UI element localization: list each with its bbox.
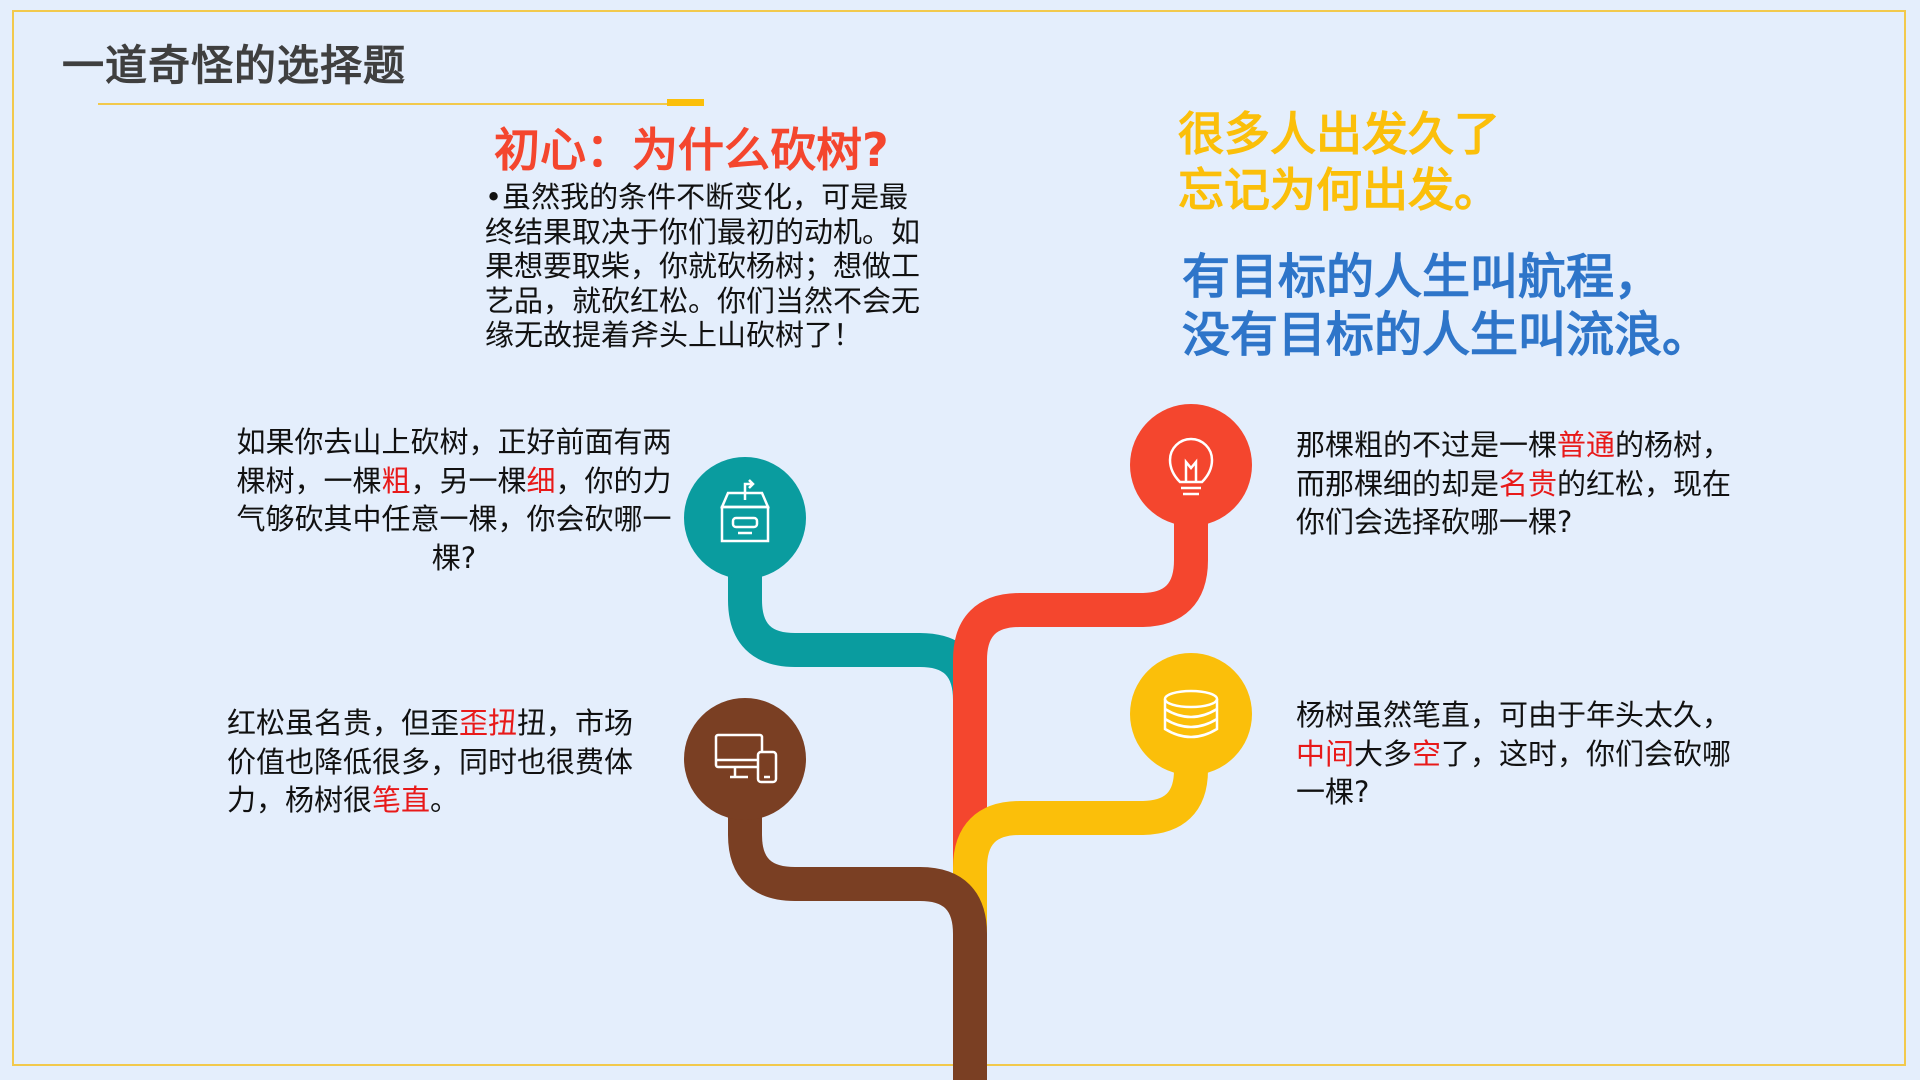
title-underline xyxy=(98,103,704,105)
question-text: 的红松，现在你们会选择砍哪一棵? xyxy=(1296,466,1732,540)
lightbulb-icon xyxy=(1168,437,1214,496)
slogan-yellow-line: 很多人出发久了 xyxy=(1178,107,1500,161)
question-text: 了，这时，你们会砍哪一棵? xyxy=(1296,736,1732,810)
slogan-yellow-line: 忘记为何出发。 xyxy=(1178,163,1500,217)
highlight-text: 歪扭 xyxy=(459,706,518,740)
question-1: 如果你去山上砍树，正好前面有两棵树，一棵粗，另一棵细，你的力气够砍其中任意一棵，… xyxy=(228,423,680,577)
highlight-text: 粗 xyxy=(381,463,411,498)
question-2: 那棵粗的不过是一棵普通的杨树，而那棵细的却是名贵的红松，现在你们会选择砍哪一棵? xyxy=(1296,426,1736,542)
highlight-text: 细 xyxy=(526,463,556,498)
slide-title: 一道奇怪的选择题 xyxy=(62,41,407,90)
teal-node xyxy=(684,457,806,579)
question-text: 。 xyxy=(430,783,460,817)
highlight-text: 名贵 xyxy=(1499,466,1558,501)
box-arrow-icon xyxy=(720,479,770,543)
highlight-text: 中间 xyxy=(1296,736,1355,771)
question-text: 扭，市场价值也降低很多，同时也很费体力，杨树很 xyxy=(227,706,634,817)
brown-node xyxy=(684,698,806,820)
yellow-node xyxy=(1130,653,1252,775)
question-text: 红松虽名贵，但歪 xyxy=(227,706,460,740)
coins-icon xyxy=(1163,689,1219,739)
intro-paragraph: •虽然我的条件不断变化，可是最终结果取决于你们最初的动机。如果想要取柴，你就砍杨… xyxy=(485,180,921,352)
question-text: ，你的力气够砍其中任意一棵，你会砍哪一棵? xyxy=(236,463,672,575)
branch-brown xyxy=(728,810,987,1080)
slogan-yellow: 很多人出发久了 忘记为何出发。 xyxy=(1178,106,1500,218)
title-underline-accent xyxy=(667,99,704,106)
branch-teal xyxy=(728,560,987,720)
question-3: 杨树虽然笔直，可由于年头太久， 中间大多空了，这时，你们会砍哪一棵? xyxy=(1296,696,1736,812)
highlight-text: 普通 xyxy=(1557,428,1616,462)
question-text: 的杨树，而那棵细的却是 xyxy=(1296,428,1732,501)
question-text: 大多 xyxy=(1354,736,1413,771)
branch-yellow xyxy=(953,765,1208,940)
highlight-text: 空 xyxy=(1412,736,1442,771)
question-4: 红松虽名贵，但歪歪扭扭，市场价值也降低很多，同时也很费体力，杨树很笔直。 xyxy=(227,704,657,820)
devices-icon xyxy=(714,733,778,784)
highlight-text: 笔直 xyxy=(372,783,431,817)
question-text: 如果你去山上砍树，正好前面有两棵树，一棵 xyxy=(236,425,672,498)
slogan-blue-line: 没有目标的人生叫流浪。 xyxy=(1182,307,1711,363)
section-heading: 初心：为什么砍树? xyxy=(494,123,889,177)
red-node xyxy=(1130,404,1252,526)
question-text: 那棵粗的不过是一棵 xyxy=(1296,428,1558,462)
branch-red xyxy=(953,515,1208,870)
question-text: 杨树虽然笔直，可由于年头太久， xyxy=(1296,698,1732,732)
question-text: ，另一棵 xyxy=(410,463,527,498)
slogan-blue: 有目标的人生叫航程， 没有目标的人生叫流浪。 xyxy=(1182,248,1710,364)
slogan-blue-line: 有目标的人生叫航程， xyxy=(1182,249,1663,305)
